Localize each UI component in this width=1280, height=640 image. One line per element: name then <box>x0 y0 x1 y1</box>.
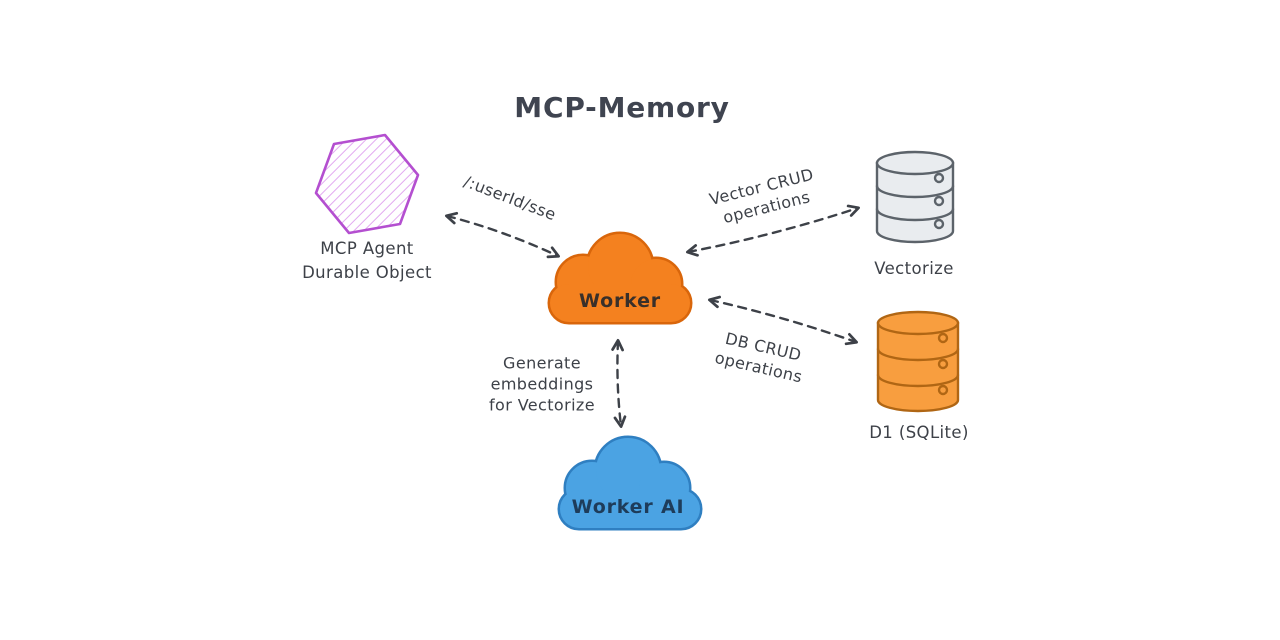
d1-node <box>876 310 960 413</box>
d1-dot-icon <box>937 332 949 344</box>
diagram-title: MCP-Memory <box>514 91 730 124</box>
arrow-worker-workerai <box>611 339 627 428</box>
d1-cylinder-top <box>876 310 960 336</box>
mcp-agent-node <box>314 133 420 235</box>
mcp-agent-hexagon-icon <box>314 133 420 235</box>
vectorize-node <box>875 150 955 244</box>
d1-band-divider <box>876 373 960 388</box>
d1-dot-icon <box>937 384 949 396</box>
vectorize-band-divider <box>875 184 955 199</box>
edge-label-generate-embeddings: Generate embeddings for Vectorize <box>489 353 595 416</box>
d1-dot-icon <box>937 358 949 370</box>
vectorize-band-divider <box>875 207 955 222</box>
edge-label-generate-line3: for Vectorize <box>489 395 595 415</box>
arrow-worker-d1 <box>708 295 858 346</box>
arrow-agent-worker <box>445 211 560 259</box>
arrow-worker-vectorize <box>686 204 860 257</box>
mcp-agent-label-line1: MCP Agent <box>320 239 414 258</box>
edge-label-generate-line1: Generate <box>503 353 581 373</box>
vectorize-dot-icon <box>933 172 945 184</box>
d1-label: D1 (SQLite) <box>869 423 969 442</box>
d1-band-divider <box>876 347 960 362</box>
vectorize-cylinder-top <box>875 150 955 176</box>
vectorize-label: Vectorize <box>874 259 954 278</box>
vectorize-cylinder-body <box>875 161 955 244</box>
connector-arrows <box>445 204 860 428</box>
vectorize-dot-icon <box>933 218 945 230</box>
mcp-agent-label-line2: Durable Object <box>302 263 432 282</box>
worker-ai-label: Worker AI <box>571 496 685 518</box>
mcp-agent-label: MCP Agent Durable Object <box>302 237 432 285</box>
worker-label: Worker <box>579 290 661 312</box>
edge-label-generate-line2: embeddings <box>490 374 594 394</box>
vectorize-dot-icon <box>933 195 945 207</box>
